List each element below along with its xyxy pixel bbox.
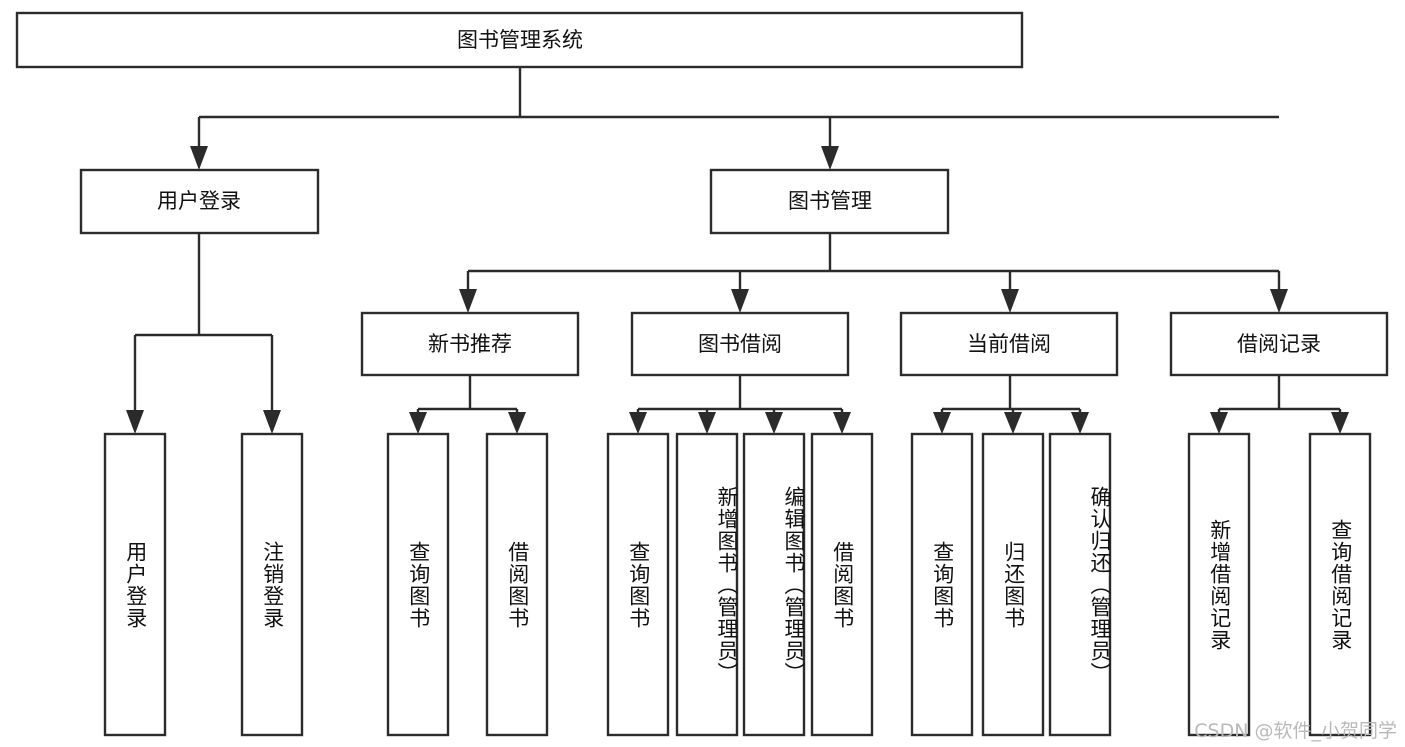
arrow-head-leaf-return-book — [1004, 412, 1022, 434]
node-leaf-query-record-box[interactable] — [1308, 432, 1372, 737]
arrow-head-leaf-query-book-1 — [409, 412, 427, 434]
node-user-login-label: 用户登录 — [157, 189, 241, 213]
connector-book-manage-to-level3 — [459, 233, 1288, 313]
node-current-borrow-box[interactable] — [899, 311, 1119, 377]
arrow-head-book-manage — [821, 146, 839, 170]
node-book-borrow-label: 图书借阅 — [698, 332, 782, 356]
node-new-book-recommend[interactable]: 新书推荐 — [360, 311, 580, 377]
node-borrow-record[interactable]: 借阅记录 — [1169, 311, 1389, 377]
node-new-book-recommend-label: 新书推荐 — [428, 332, 512, 356]
node-leaf-borrow-book-2-box[interactable] — [810, 432, 874, 737]
arrow-head-new-book-recommend — [459, 289, 477, 313]
arrow-head-leaf-add-record — [1210, 412, 1228, 434]
arrow-head-leaf-query-book-3 — [933, 412, 951, 434]
node-leaf-query-book-2-box[interactable] — [606, 432, 670, 737]
node-book-manage[interactable]: 图书管理 — [709, 168, 950, 235]
connector-user-login-to-leaves — [126, 233, 281, 434]
node-book-borrow[interactable]: 图书借阅 — [630, 311, 850, 377]
connector-root-to-level2 — [190, 67, 1279, 170]
node-book-borrow-box[interactable] — [630, 311, 850, 377]
node-leaf-borrow-book-1-box[interactable] — [485, 432, 549, 737]
node-user-login-box[interactable] — [79, 168, 320, 235]
arrow-head-leaf-query-book-2 — [629, 412, 647, 434]
node-leaf-logout-box[interactable] — [240, 432, 304, 737]
arrow-head-leaf-user-login — [126, 410, 144, 434]
node-current-borrow[interactable]: 当前借阅 — [899, 311, 1119, 377]
node-leaf-edit-book-box[interactable] — [742, 432, 806, 737]
connector-new-book-to-leaves — [409, 375, 526, 434]
connector-borrow-record-to-leaves — [1210, 375, 1349, 434]
arrow-head-leaf-query-record — [1331, 412, 1349, 434]
node-leaf-query-book-1-box[interactable] — [386, 432, 450, 737]
node-book-manage-box[interactable] — [709, 168, 950, 235]
node-new-book-recommend-box[interactable] — [360, 311, 580, 377]
node-user-login[interactable]: 用户登录 — [79, 168, 320, 235]
arrow-head-current-borrow — [1001, 289, 1019, 313]
node-leaf-user-login-box[interactable] — [103, 432, 167, 737]
node-leaf-return-book-box[interactable] — [981, 432, 1045, 737]
arrow-head-leaf-borrow-book-2 — [833, 412, 851, 434]
arrow-head-borrow-record — [1270, 289, 1288, 313]
node-root-box[interactable] — [15, 11, 1024, 69]
node-borrow-record-label: 借阅记录 — [1237, 332, 1321, 356]
node-leaf-confirm-return-box[interactable] — [1048, 432, 1112, 737]
csdn-watermark: CSDN @软件_小贺同学 — [1194, 720, 1397, 742]
arrow-head-leaf-edit-book — [765, 412, 783, 434]
node-book-manage-label: 图书管理 — [788, 189, 872, 213]
node-root[interactable]: 图书管理系统 — [15, 11, 1024, 69]
arrow-head-book-borrow — [731, 289, 749, 313]
node-leaf-add-book-box[interactable] — [675, 432, 739, 737]
arrow-head-leaf-confirm-return — [1071, 412, 1089, 434]
node-leaf-add-record-box[interactable] — [1187, 432, 1251, 737]
arrow-head-leaf-borrow-book-1 — [508, 412, 526, 434]
node-current-borrow-label: 当前借阅 — [967, 332, 1051, 356]
arrow-head-leaf-logout — [263, 410, 281, 434]
node-borrow-record-box[interactable] — [1169, 311, 1389, 377]
node-leaf-query-book-3-box[interactable] — [910, 432, 974, 737]
arrow-head-user-login — [190, 146, 208, 170]
node-root-label: 图书管理系统 — [457, 28, 583, 52]
connector-book-borrow-to-leaves — [629, 375, 851, 434]
connector-current-borrow-to-leaves — [933, 375, 1089, 434]
arrow-head-leaf-add-book — [698, 412, 716, 434]
